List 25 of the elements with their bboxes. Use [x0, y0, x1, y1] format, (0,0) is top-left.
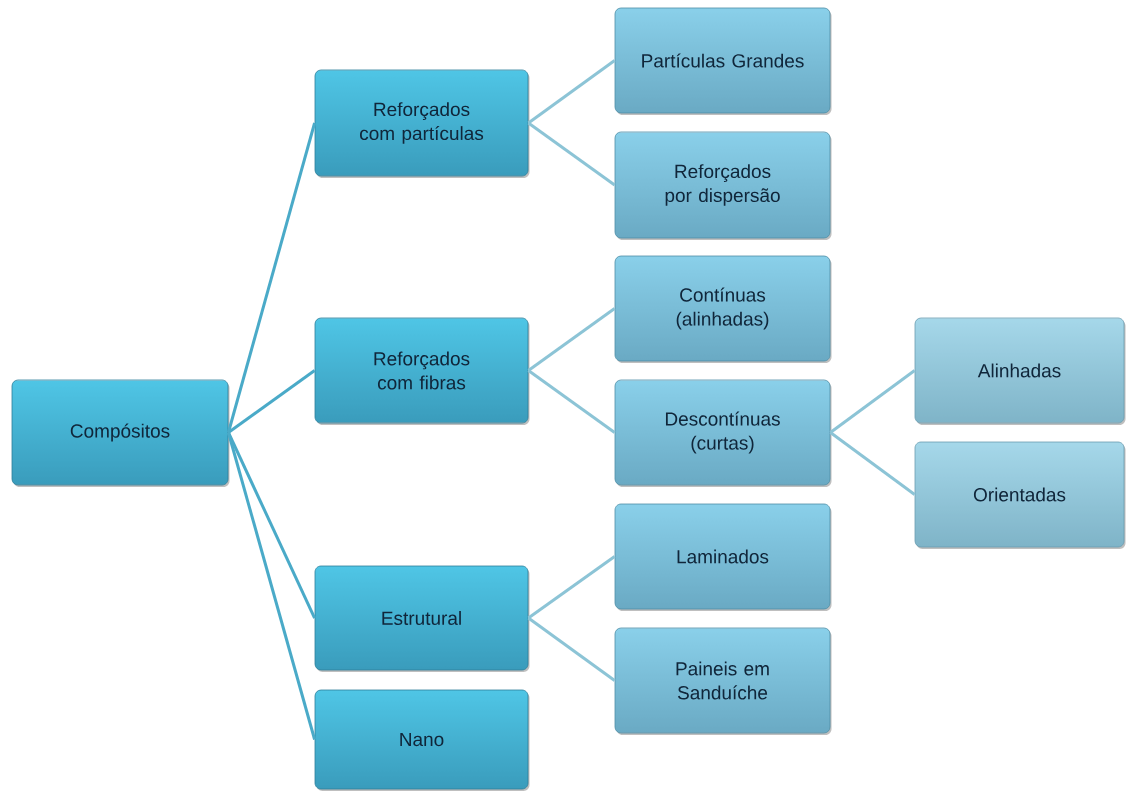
connector-line	[527, 616, 616, 682]
category-box: Reforçados com fibras	[314, 317, 530, 425]
category-box: Partículas Grandes	[614, 7, 832, 115]
connector-line	[226, 122, 317, 433]
category-box: Reforçados por dispersão	[614, 131, 832, 240]
connector-line	[829, 431, 916, 496]
category-box: Orientadas	[914, 441, 1126, 549]
connector-line	[829, 369, 916, 434]
category-box: Descontínuas (curtas)	[614, 379, 832, 487]
category-box: Laminados	[614, 503, 832, 611]
category-box: Contínuas (alinhadas)	[614, 255, 832, 363]
connector-line	[527, 555, 616, 620]
connector-line	[527, 59, 616, 125]
category-box: Estrutural	[314, 565, 530, 672]
connector-line	[527, 121, 616, 187]
category-box: Reforçados com partículas	[314, 69, 530, 178]
category-box: Nano	[314, 689, 530, 791]
connector-line	[527, 369, 616, 434]
connector-line	[227, 369, 316, 434]
category-box: Paineis em Sanduíche	[614, 627, 832, 735]
connector-line	[227, 431, 316, 619]
category-box: Alinhadas	[914, 317, 1126, 425]
category-box: Compósitos	[11, 379, 230, 487]
connector-line	[226, 432, 317, 740]
connector-line	[527, 307, 616, 372]
